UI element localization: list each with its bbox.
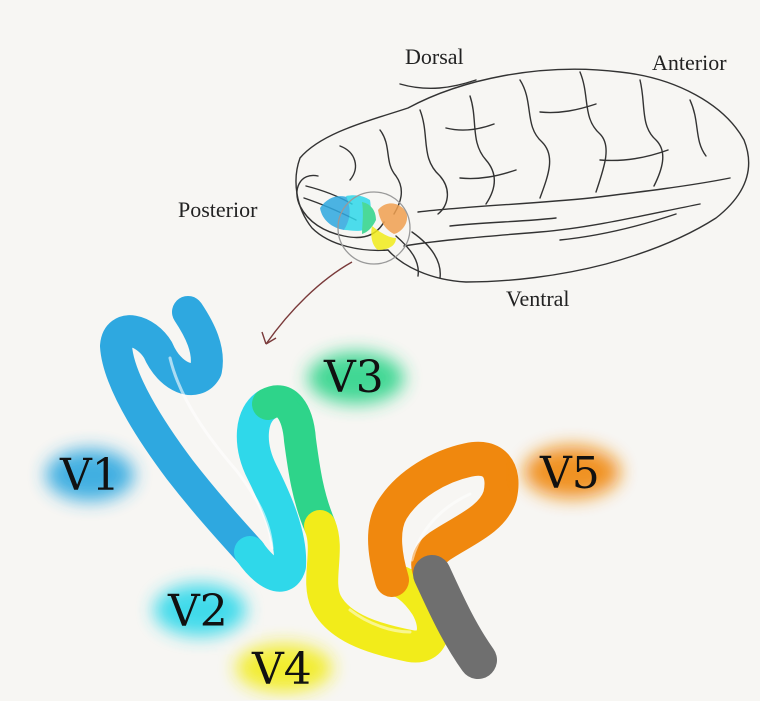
label-dorsal: Dorsal [405, 44, 464, 70]
region-v1 [116, 312, 250, 552]
label-v2: V2 [150, 580, 246, 643]
zoom-arrow [266, 262, 352, 344]
label-posterior: Posterior [178, 197, 257, 223]
brain-illustration [296, 69, 749, 282]
label-v4: V4 [234, 638, 330, 701]
label-ventral: Ventral [506, 286, 570, 312]
label-anterior: Anterior [652, 50, 727, 76]
label-v5: V5 [522, 442, 618, 505]
label-v3: V3 [306, 346, 402, 409]
label-v1: V1 [42, 444, 138, 507]
